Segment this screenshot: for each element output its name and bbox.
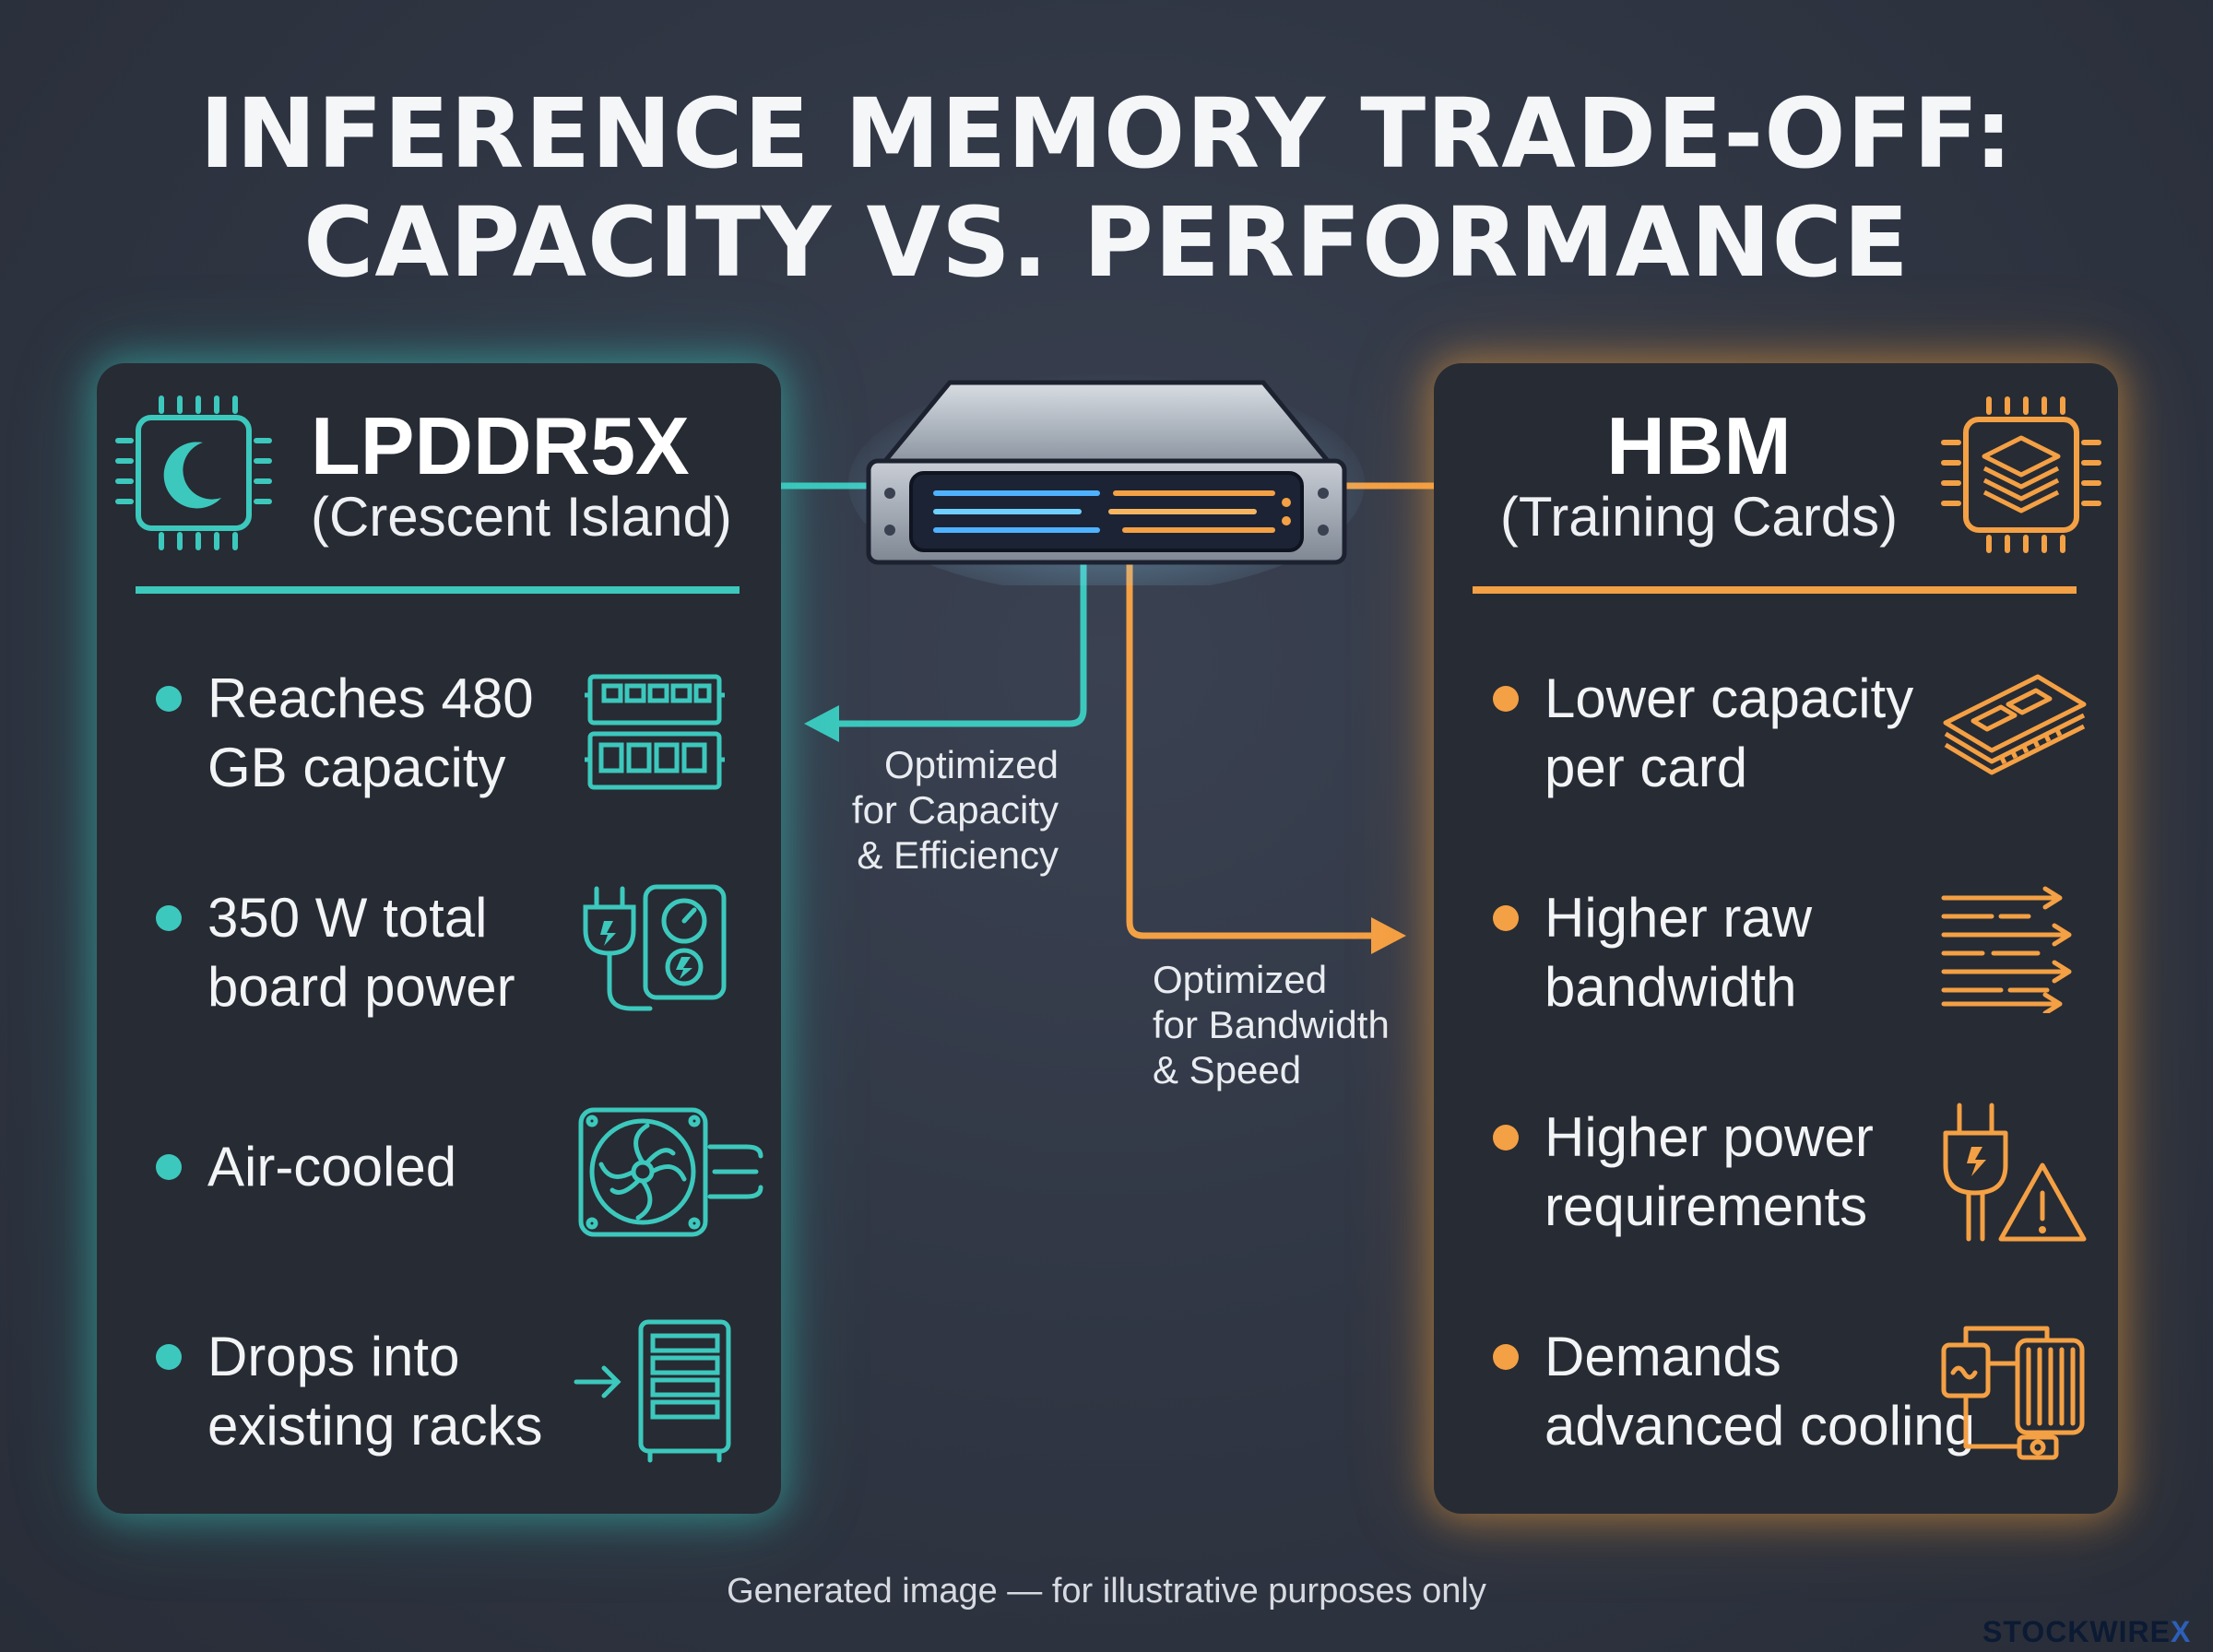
capacity-arrow-line [834, 562, 1087, 727]
server-icon [848, 373, 1365, 585]
chip-stack-icon [1941, 396, 2101, 553]
memory-module-icon [585, 674, 725, 790]
cooling-feature-text: Air-cooled [207, 1136, 457, 1198]
bullet-dot [156, 1344, 182, 1370]
bullet-dot [156, 686, 182, 712]
bullet-dot [1493, 686, 1519, 712]
lpddr5x-divider [136, 586, 740, 594]
liquid-cooling-icon [1941, 1326, 2085, 1460]
page-title-line-2: CAPACITY VS. PERFORMANCE [303, 186, 1910, 299]
hbm-title: HBM [1606, 400, 1792, 491]
bullet-dot [156, 905, 182, 931]
disclaimer-footer: Generated image — for illustrative purpo… [727, 1572, 1486, 1611]
hbm-subtitle: (Training Cards) [1499, 486, 1899, 548]
plug-warning-icon [1943, 1103, 2087, 1242]
capacity-arrow-head [804, 705, 839, 742]
memory-stick-icon [1943, 674, 2087, 775]
lpddr5x-title: LPDDR5X [311, 400, 690, 491]
data-arrows-icon [1941, 886, 2072, 1013]
page-title-line-1: INFERENCE MEMORY TRADE-OFF: [199, 77, 2014, 190]
bullet-dot [156, 1154, 182, 1180]
bandwidth-arrow-line [1126, 562, 1374, 939]
bandwidth-connector-label: Optimized for Bandwidth & Speed [1153, 958, 1390, 1092]
hbm-divider [1473, 586, 2077, 594]
bullet-dot [1493, 905, 1519, 931]
capacity-connector-label: Optimized for Capacity & Efficiency [851, 743, 1059, 877]
chip-moon-icon [115, 395, 272, 550]
lpddr5x-subtitle: (Crescent Island) [311, 486, 732, 548]
bandwidth-arrow-head [1371, 917, 1406, 954]
power-plug-meter-icon [583, 884, 727, 1011]
bullet-dot [1493, 1125, 1519, 1150]
bullet-dot [1493, 1344, 1519, 1370]
brand-logo: STOCKWIREX [1982, 1615, 2192, 1648]
server-rack-icon [574, 1319, 731, 1463]
fan-icon [578, 1107, 763, 1237]
